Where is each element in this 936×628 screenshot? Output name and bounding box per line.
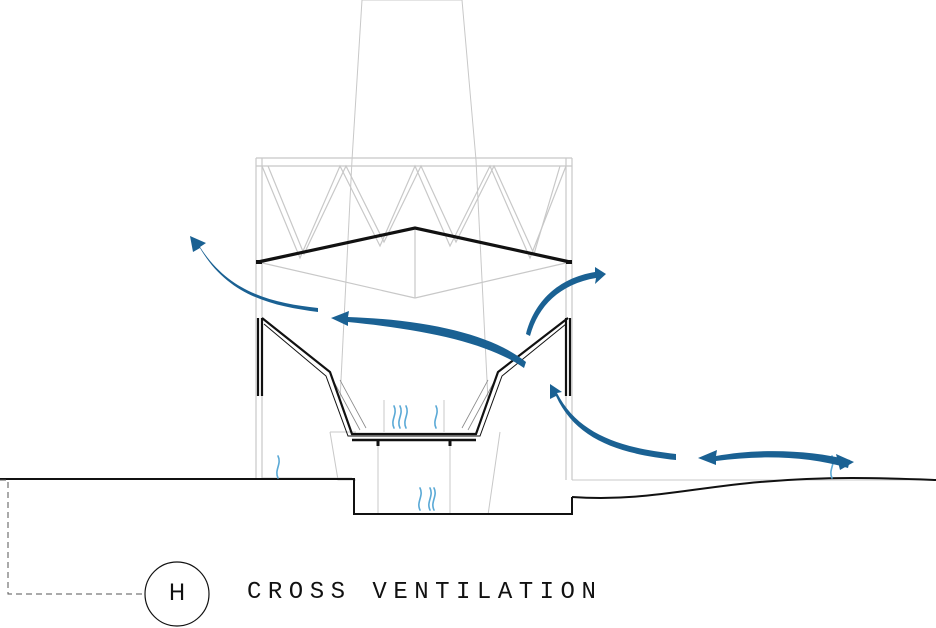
ground-and-pit bbox=[0, 477, 936, 515]
stair-ramps bbox=[333, 379, 495, 431]
airflow-arrows bbox=[190, 236, 854, 470]
chimney-tower bbox=[339, 0, 489, 401]
steam-squiggles bbox=[276, 405, 834, 511]
steam-squiggle bbox=[428, 487, 432, 511]
steam-squiggle bbox=[392, 405, 396, 429]
airflow-arrow-inlet-ground bbox=[698, 450, 850, 468]
steam-squiggle bbox=[434, 405, 438, 429]
airflow-arrow-inlet-curve bbox=[550, 384, 676, 460]
drawing-title: CROSS VENTILATION bbox=[247, 579, 603, 606]
steam-squiggle bbox=[418, 487, 422, 511]
steam-squiggle bbox=[276, 455, 280, 479]
roof-truss bbox=[255, 157, 573, 480]
steam-squiggle bbox=[398, 405, 402, 429]
airflow-arrow-main bbox=[331, 311, 526, 368]
airflow-arrow-inlet-tip bbox=[836, 454, 854, 470]
section-marker bbox=[0, 479, 210, 627]
airflow-arrow-rise-right bbox=[526, 267, 606, 336]
steam-squiggle bbox=[404, 405, 408, 429]
section-marker-circle bbox=[144, 561, 210, 627]
roof-canopy bbox=[256, 226, 572, 264]
steam-squiggle bbox=[432, 487, 436, 511]
airflow-arrow-exit-left bbox=[190, 236, 318, 312]
basin-walls bbox=[256, 317, 572, 446]
section-marker-letter: H bbox=[168, 581, 186, 606]
